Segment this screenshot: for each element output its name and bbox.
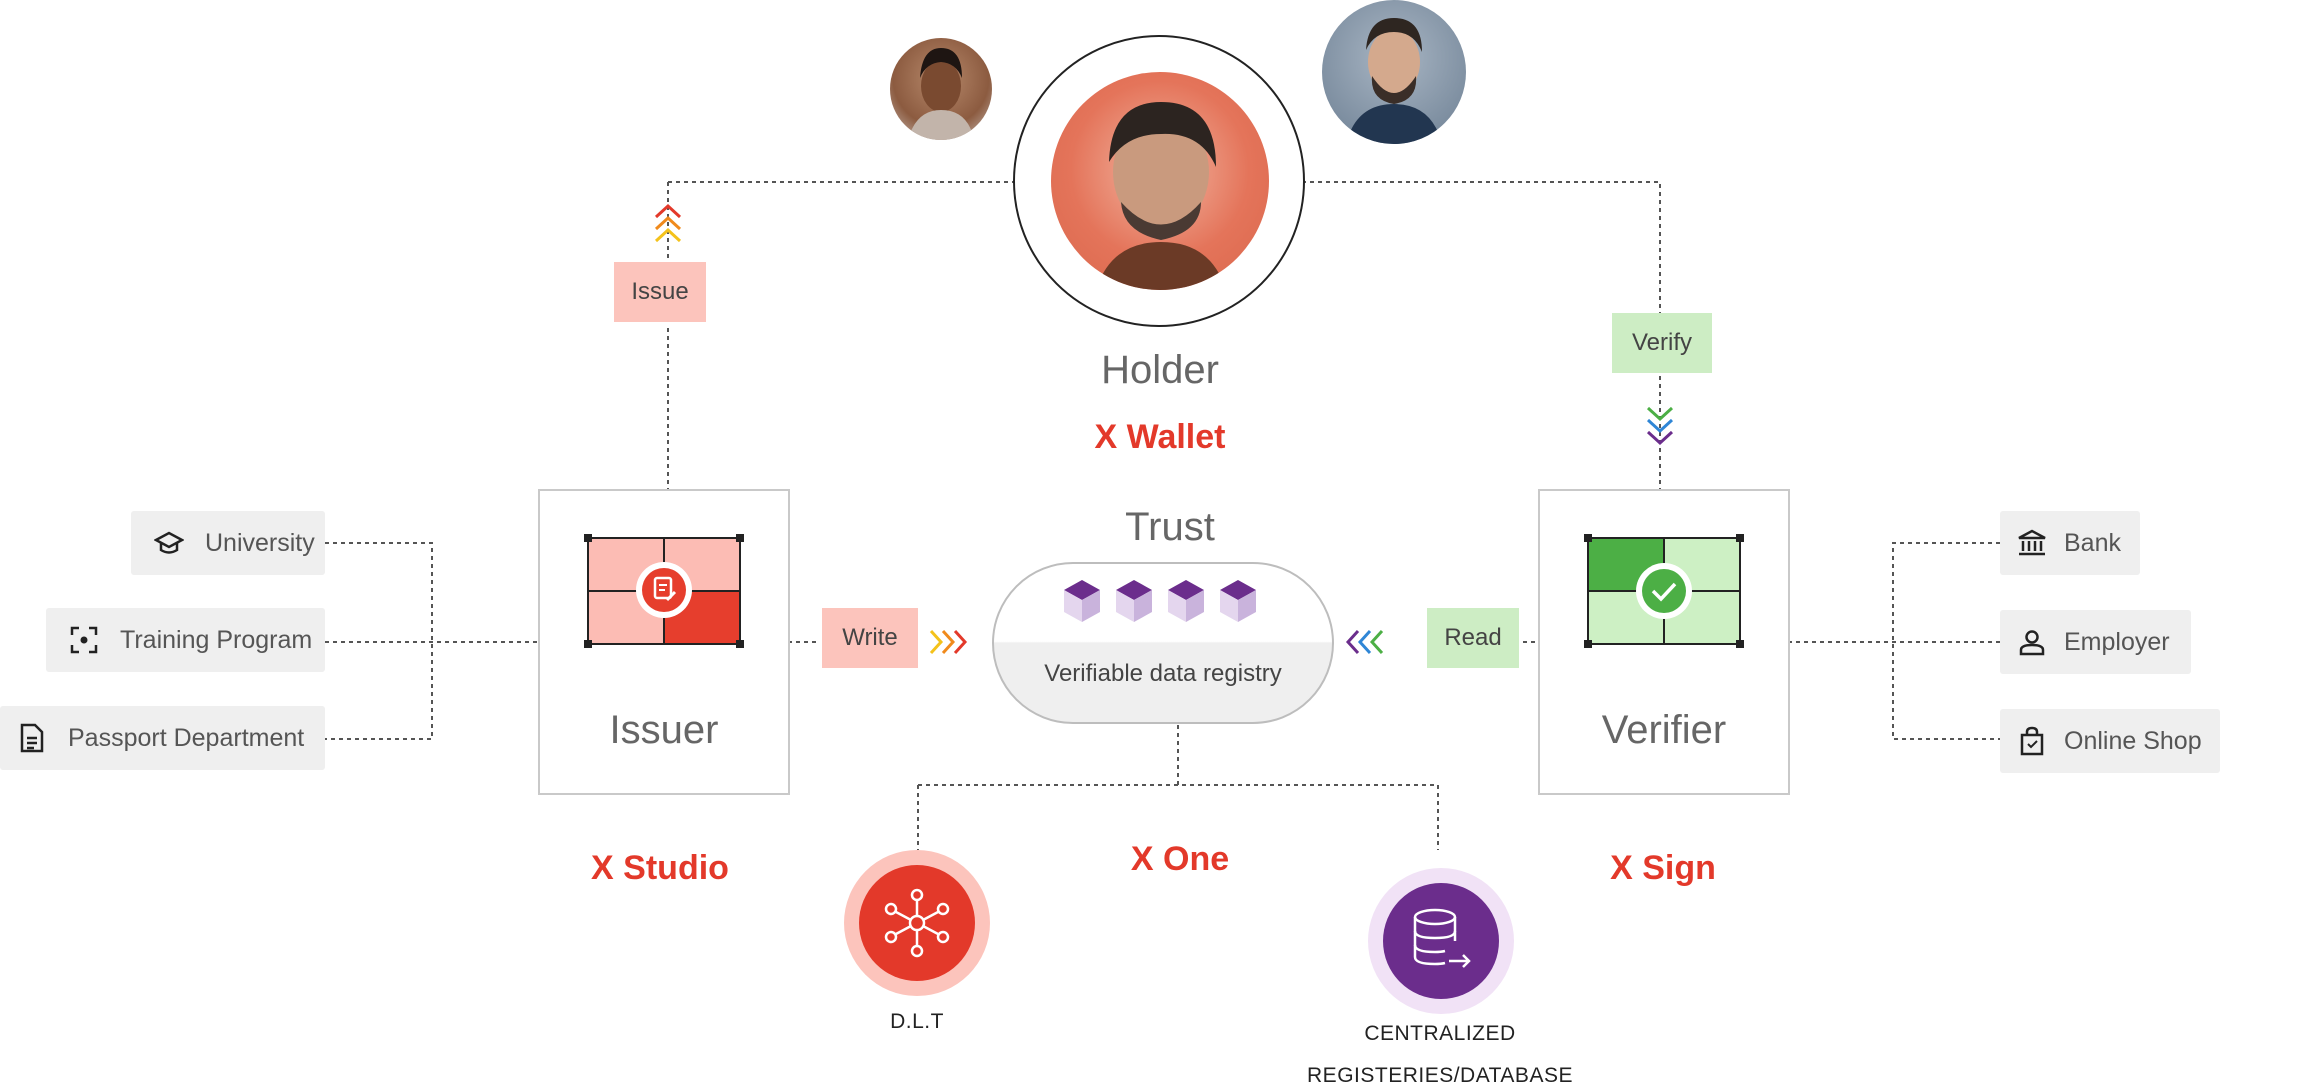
verifiable-data-registry[interactable] — [992, 562, 1334, 724]
issuer-product: X Studio — [591, 849, 729, 887]
document-icon — [16, 722, 48, 754]
holder-friend-avatar-left — [890, 38, 992, 140]
verify-tag: Verify — [1612, 313, 1712, 373]
graduation-cap-icon — [153, 527, 185, 559]
verify-arrows-icon — [1646, 406, 1674, 446]
write-tag: Write — [822, 608, 918, 668]
verifier-title: Verifier — [1601, 708, 1727, 752]
verifier-product: X Sign — [1610, 849, 1716, 887]
shopping-bag-icon — [2016, 725, 2048, 757]
centralized-label-line2: REGISTERIES/DATABASE — [1307, 1064, 1573, 1087]
trust-product: X One — [1130, 840, 1230, 878]
target-online-shop[interactable]: Online Shop — [2000, 709, 2220, 773]
holder-face-icon — [1096, 102, 1226, 290]
source-label: University — [205, 528, 315, 557]
registry-label: Verifiable data registry — [1044, 660, 1282, 687]
source-passport-department[interactable]: Passport Department — [0, 706, 325, 770]
source-label: Passport Department — [68, 723, 305, 752]
issuer-title: Issuer — [609, 708, 719, 752]
write-arrows-icon — [929, 629, 968, 655]
read-tag: Read — [1427, 608, 1519, 668]
verifier-credential-grid — [1584, 534, 1744, 648]
source-training-program[interactable]: Training Program — [46, 608, 325, 672]
database-icon — [1413, 908, 1471, 968]
target-label: Bank — [2064, 528, 2121, 557]
target-bank[interactable]: Bank — [2000, 511, 2140, 575]
target-label: Employer — [2064, 627, 2170, 656]
registry-blocks-icon — [1064, 580, 1256, 622]
dlt-node[interactable] — [844, 850, 990, 996]
source-label: Training Program — [120, 625, 313, 654]
target-employer[interactable]: Employer — [2000, 610, 2191, 674]
centralized-database-node[interactable] — [1368, 868, 1514, 1014]
network-icon — [884, 888, 950, 958]
dlt-label: D.L.T — [890, 1010, 944, 1033]
read-arrows-icon — [1345, 629, 1384, 655]
issue-arrows-icon — [654, 203, 682, 243]
issue-tag: Issue — [614, 262, 706, 322]
bank-icon — [2016, 527, 2048, 559]
focus-frame-icon — [68, 624, 100, 656]
holder-product: X Wallet — [1094, 418, 1226, 456]
holder-friend-avatar-right — [1322, 0, 1466, 144]
source-university[interactable]: University — [131, 511, 325, 575]
target-label: Online Shop — [2064, 726, 2202, 755]
person-icon — [2016, 626, 2048, 658]
issuer-credential-grid — [584, 534, 744, 648]
trust-title: Trust — [1125, 505, 1215, 549]
holder-title: Holder — [1101, 348, 1219, 392]
centralized-label-line1: CENTRALIZED — [1364, 1022, 1516, 1045]
holder-avatar — [1051, 72, 1269, 290]
